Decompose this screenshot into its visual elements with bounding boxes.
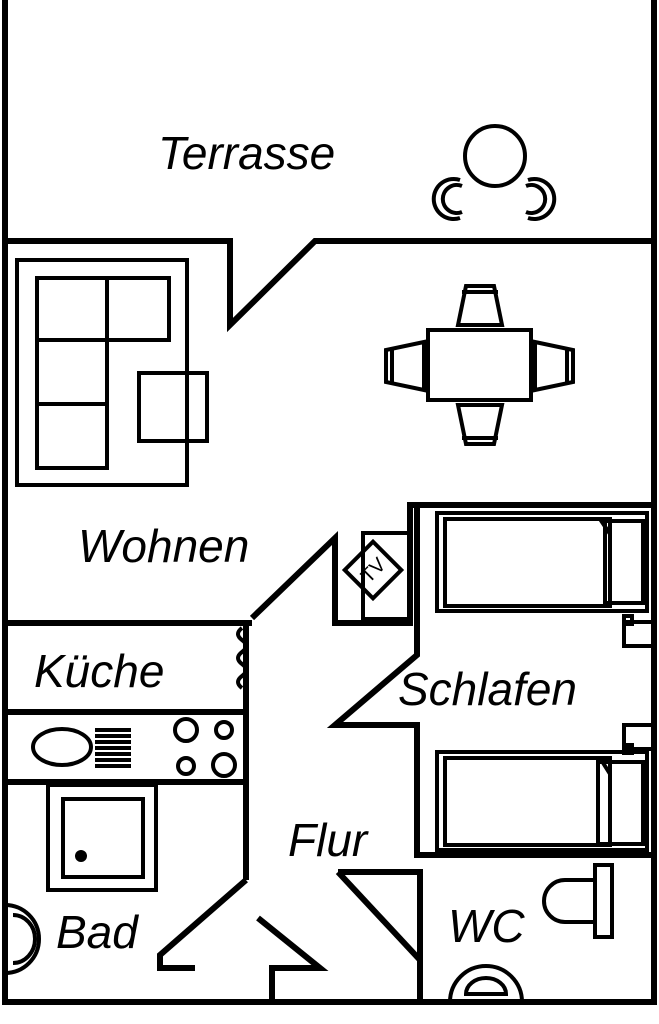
coffee-table-icon [137, 371, 209, 443]
chair-east-icon [533, 339, 575, 393]
kitchen-counter [31, 717, 237, 778]
wc-sink-icon [448, 964, 524, 1003]
terrace-table-set [431, 124, 557, 221]
tv-icon [341, 538, 405, 602]
nightstand-icons [622, 614, 656, 755]
room-label-wohnen: Wohnen [78, 520, 249, 572]
interior-walls [5, 502, 654, 1002]
room-label-kueche: Küche [34, 645, 164, 697]
shower-tray-icon [46, 783, 158, 892]
round-table-icon [463, 124, 527, 188]
sink-icon [31, 727, 93, 767]
room-label-flur: Flur [288, 814, 369, 866]
chair-right-icon [527, 177, 557, 221]
stove-icon [173, 717, 237, 778]
room-label-terrasse: Terrasse [158, 127, 335, 179]
room-label-schlafen: Schlafen [398, 663, 577, 715]
terrace-wall [5, 238, 654, 333]
chair-west-icon [384, 339, 426, 393]
bed-bottom-icon [435, 750, 649, 852]
accordion-door-icon [236, 626, 248, 690]
drainer-icon [95, 728, 131, 768]
drain-icon [75, 850, 87, 862]
room-label-wc: WC [448, 900, 525, 952]
chair-top-icon [455, 284, 505, 327]
chair-bottom-icon [455, 403, 505, 446]
toilet-icon [542, 863, 614, 939]
bed-top-icon [435, 511, 649, 613]
dining-table-icon [426, 328, 533, 402]
tv-cabinet: TV [341, 531, 412, 621]
room-label-bad: Bad [56, 906, 139, 958]
dining-table-set [384, 284, 575, 446]
bad-sink-icon [4, 903, 41, 975]
chair-left-icon [431, 177, 461, 221]
